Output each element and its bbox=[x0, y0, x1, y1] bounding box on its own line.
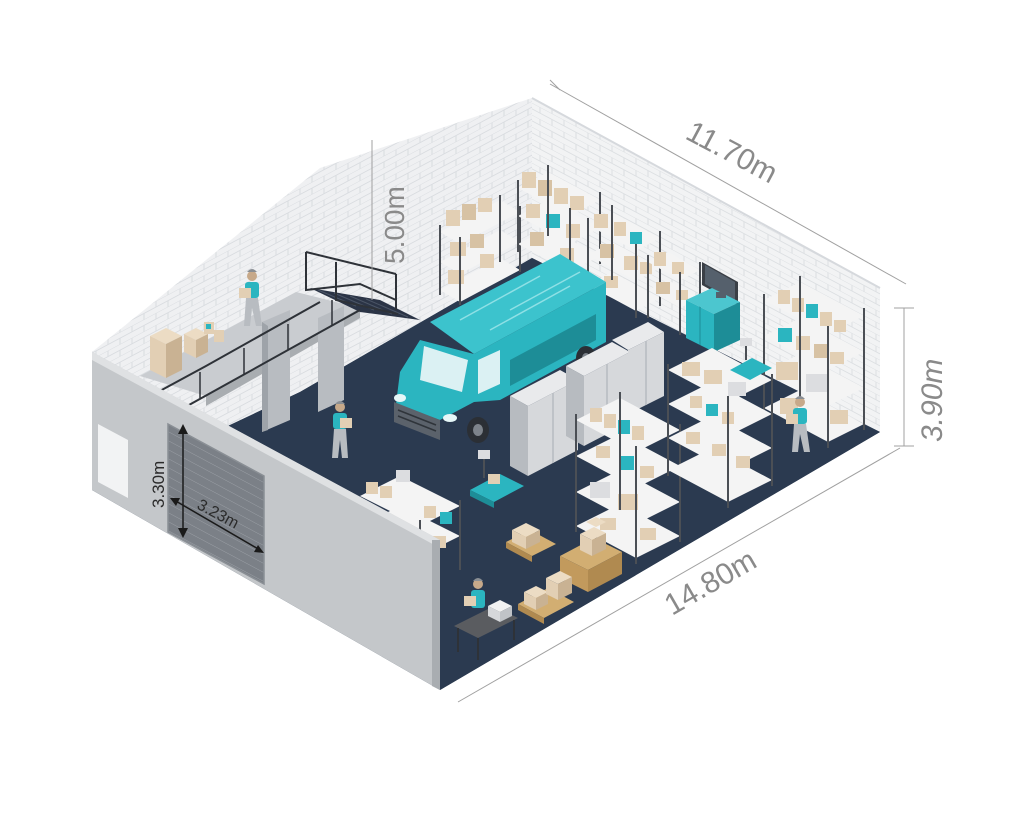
shelf-unit bbox=[587, 205, 661, 318]
mezzanine-platform bbox=[140, 251, 420, 432]
front-length-label: 14.80m bbox=[659, 543, 762, 622]
roller-shutter-door bbox=[167, 422, 265, 586]
right-tall-shelving bbox=[763, 276, 865, 448]
weighing-scale bbox=[470, 450, 524, 508]
worker-mezzanine bbox=[239, 269, 262, 326]
back-length-label: 11.70m bbox=[681, 115, 783, 190]
packing-table bbox=[454, 600, 518, 660]
dimension-lines bbox=[371, 79, 914, 703]
worker-packing bbox=[464, 578, 485, 608]
shelf-unit bbox=[517, 165, 601, 280]
delivery-van bbox=[394, 254, 606, 443]
staircase bbox=[305, 251, 420, 320]
shelf-unit bbox=[439, 195, 521, 305]
mid-right-shelving bbox=[667, 348, 773, 508]
peak-height-label: 5.00m bbox=[379, 186, 410, 264]
pallets-with-boxes bbox=[506, 517, 622, 624]
wall-monitor bbox=[702, 262, 738, 305]
teal-cabinet bbox=[686, 288, 740, 352]
mezzanine-boxes bbox=[150, 322, 224, 378]
back-shelving-row bbox=[439, 165, 701, 335]
door-height-label: 3.30m bbox=[149, 461, 168, 508]
worker-right bbox=[786, 396, 810, 452]
weighing-scale-small bbox=[730, 338, 772, 380]
worker-center bbox=[332, 401, 352, 458]
center-shelving bbox=[575, 392, 681, 564]
side-height-label: 3.90m bbox=[916, 359, 949, 442]
